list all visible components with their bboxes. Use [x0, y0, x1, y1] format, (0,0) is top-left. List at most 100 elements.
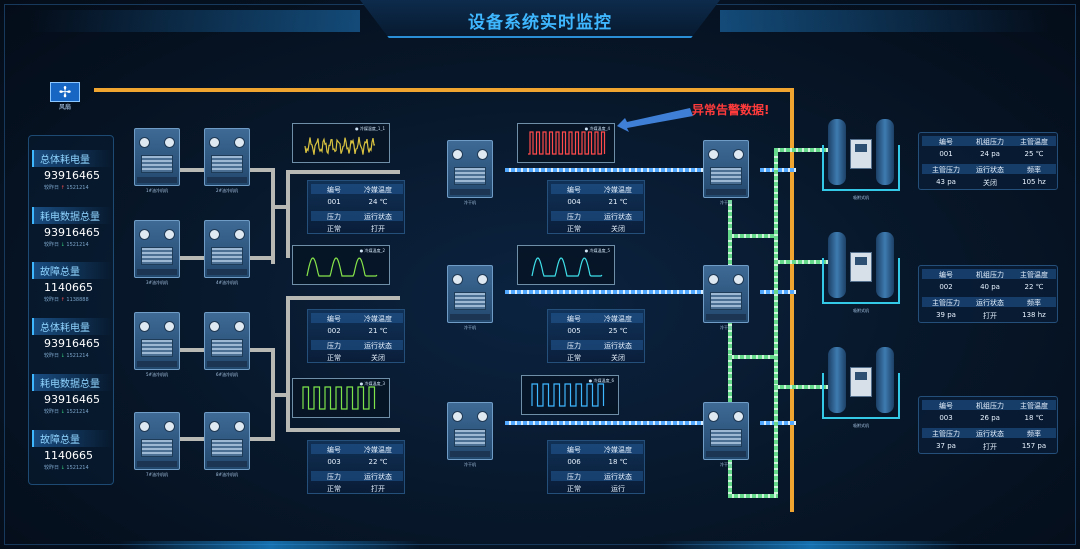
gauge-group [708, 149, 744, 161]
arrow-down-icon: ↓ [59, 353, 67, 359]
green-pipe [774, 385, 830, 389]
machine-label: 3#油冷机机 [146, 280, 168, 285]
header-wing-left [30, 10, 360, 32]
trend-chart[interactable]: ● 冷媒温度_4 [517, 123, 615, 163]
info-label: 编号 [327, 186, 341, 194]
gauge-icon [477, 149, 488, 160]
grey-pipe [250, 348, 274, 352]
tank-icon [828, 347, 846, 413]
dryer-machine[interactable] [447, 265, 493, 323]
gauge-icon [139, 137, 150, 148]
info-header-row [551, 184, 643, 194]
gauge-group [209, 321, 245, 333]
dryer-machine[interactable] [703, 402, 749, 460]
gauge-group [139, 421, 175, 433]
info-header-row [551, 211, 643, 221]
trend-chart[interactable]: ● 冷媒温度_1_1 [292, 123, 390, 163]
stat-change: 较昨日 ↓ 1521214 [32, 352, 112, 359]
info-header-row [311, 340, 403, 350]
header-wing-right [720, 10, 1050, 32]
machine-grill [710, 292, 742, 310]
info-value: 打开 [371, 225, 385, 233]
machine-base [137, 361, 177, 367]
info-value: 正常 [327, 485, 341, 493]
machine-base [450, 189, 490, 195]
gauge-icon [234, 321, 245, 332]
blue-pipe [505, 168, 705, 172]
info-label: 冷媒温度 [604, 446, 632, 454]
oil-cooler-machine[interactable] [134, 412, 180, 470]
info-label: 主管压力 [932, 430, 960, 438]
oil-cooler-machine[interactable] [134, 220, 180, 278]
adsorption-dryer[interactable] [822, 343, 900, 421]
dryer-machine[interactable] [447, 402, 493, 460]
stat-change: 较昨日 ↑ 1521214 [32, 184, 112, 191]
dryer-machine[interactable] [703, 140, 749, 198]
green-pipe [728, 355, 774, 359]
info-value: 正常 [327, 225, 341, 233]
info-value: 打开 [371, 485, 385, 493]
stat-title: 耗电数据总量 [32, 374, 112, 391]
info-label: 主管温度 [1020, 271, 1048, 279]
info-value: 43 pa [936, 178, 956, 186]
info-label: 运行状态 [604, 342, 632, 350]
info-value: 正常 [327, 354, 341, 362]
machine-base [450, 451, 490, 457]
info-header-row [551, 313, 643, 323]
stat-value: 93916465 [44, 226, 100, 239]
info-label: 机组压力 [976, 402, 1004, 410]
info-value: 003 [939, 414, 953, 422]
info-header-row [311, 313, 403, 323]
info-label: 压力 [567, 342, 581, 350]
oil-cooler-machine[interactable] [134, 312, 180, 370]
gauge-icon [164, 321, 175, 332]
dryer-machine[interactable] [447, 140, 493, 198]
grey-pipe-vertical [271, 168, 275, 264]
info-value: 正常 [567, 485, 581, 493]
info-header-row [922, 297, 1056, 307]
info-value: 002 [327, 327, 341, 335]
oil-cooler-machine[interactable] [204, 312, 250, 370]
gauge-group [452, 411, 488, 423]
gauge-icon [708, 274, 719, 285]
gauge-group [139, 229, 175, 241]
gauge-group [209, 137, 245, 149]
oil-cooler-machine[interactable] [204, 412, 250, 470]
grey-pipe [286, 428, 400, 432]
oil-cooler-machine[interactable] [134, 128, 180, 186]
trend-chart[interactable]: ● 冷媒温度_5 [517, 245, 615, 285]
adsorption-dryer[interactable] [822, 228, 900, 306]
info-label: 运行状态 [976, 299, 1004, 307]
trend-chart[interactable]: ● 冷媒温度_3 [292, 378, 390, 418]
machine-label: 4#油冷机机 [216, 280, 238, 285]
oil-cooler-machine[interactable] [204, 128, 250, 186]
tank-icon [876, 119, 894, 185]
dryer-machine[interactable] [703, 265, 749, 323]
adsorption-dryer[interactable] [822, 115, 900, 193]
info-header-row [922, 164, 1056, 174]
fan-icon[interactable]: ✢ [50, 82, 80, 102]
info-label: 编号 [567, 186, 581, 194]
info-value: 001 [327, 198, 341, 206]
trend-chart[interactable]: ● 冷媒温度_2 [292, 245, 390, 285]
grey-pipe-vertical [286, 170, 290, 258]
info-label: 运行状态 [604, 473, 632, 481]
tank-icon [876, 232, 894, 298]
stat-change-label: 较昨日 [44, 465, 60, 471]
trend-chart[interactable]: ● 冷媒温度_6 [521, 375, 619, 415]
stat-change-value: 1138888 [66, 297, 89, 303]
alert-text[interactable]: 异常告警数据! [692, 103, 770, 117]
arrow-down-icon: ↓ [59, 409, 67, 415]
machine-label: 1#油冷机机 [146, 188, 168, 193]
machine-label: 冷干机 [464, 325, 476, 330]
oil-cooler-machine[interactable] [204, 220, 250, 278]
control-box-icon [850, 252, 872, 282]
